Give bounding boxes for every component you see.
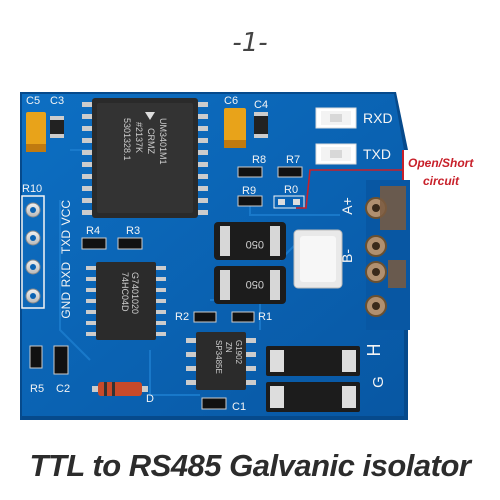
svg-text:G7401020: G7401020 [130,272,140,314]
page-number: -1- [232,28,268,58]
svg-text:050: 050 [246,238,264,250]
label-r0: R0 [284,184,298,196]
resistor-r7 [277,166,303,178]
label-r2: R2 [175,311,189,323]
terminal-label-g: G [370,376,387,388]
terminal-label-h: H [364,344,384,357]
pin-label-gnd: GND [59,292,73,319]
pin-header [21,195,45,309]
led-rxd [315,107,357,129]
svg-text:#2137K: #2137K [134,122,144,153]
callout-line [296,169,404,209]
label-r7: R7 [286,154,300,166]
svg-text:5301328.1: 5301328.1 [122,118,132,161]
label-d: D [146,393,154,405]
pin-label-vcc: VCC [59,200,73,226]
diode-2 [266,382,360,412]
label-rxd: RXD [363,110,393,126]
chip-u3: SP3485E ZN G1902 [186,332,256,390]
chip-u2: 74HC04D G7401020 [86,262,166,340]
pin-label-txd: TXD [59,230,73,254]
capacitor-c6 [224,108,246,148]
diode-d [98,382,142,396]
label-r10: R10 [22,183,42,195]
svg-text:G1902: G1902 [234,340,243,365]
diode-1 [266,346,360,376]
svg-text:UM3401M1: UM3401M1 [158,118,168,165]
resistor-r4 [81,237,107,250]
svg-text:SP3485E: SP3485E [214,340,223,374]
terminal-label-a: A+ [339,197,355,215]
svg-text:050: 050 [246,278,264,290]
terminal-label-b: B- [339,249,355,263]
callout-line2: circuit [423,174,460,188]
inductor-2: 050 [214,266,286,304]
resistor-r9 [237,195,263,207]
label-r3: R3 [126,225,140,237]
label-c3: C3 [50,95,64,107]
label-c2: C2 [56,383,70,395]
label-c1: C1 [232,401,246,413]
label-r9: R9 [242,185,256,197]
label-c5: C5 [26,95,40,107]
chip-u1: UM3401M1 CRMZ #2137K 5301328.1 [82,98,208,218]
label-txd: TXD [363,146,391,162]
svg-text:74HC04D: 74HC04D [120,272,130,312]
resistor-r3 [117,237,143,250]
svg-text:CRMZ: CRMZ [146,128,156,154]
label-r4: R4 [86,225,100,237]
capacitor-c5 [26,112,46,152]
inductor-1: 050 [214,222,286,260]
label-c6: C6 [224,95,238,107]
resistor-r8 [237,166,263,178]
label-c4: C4 [254,99,268,111]
label-r5: R5 [30,383,44,395]
resistor-r1 [231,311,255,323]
label-r1: R1 [258,311,272,323]
capacitor-c1 [201,397,227,410]
callout-line1: Open/Short [408,156,474,170]
caption: TTL to RS485 Galvanic isolator [29,448,471,483]
label-r8: R8 [252,154,266,166]
pin-label-rxd: RXD [59,262,73,288]
capacitor-c2 [53,345,69,375]
resistor-r2 [193,311,217,323]
resistor-r5 [29,345,43,369]
callout-box [402,150,500,192]
svg-text:ZN: ZN [224,342,233,353]
led-txd [315,143,357,165]
